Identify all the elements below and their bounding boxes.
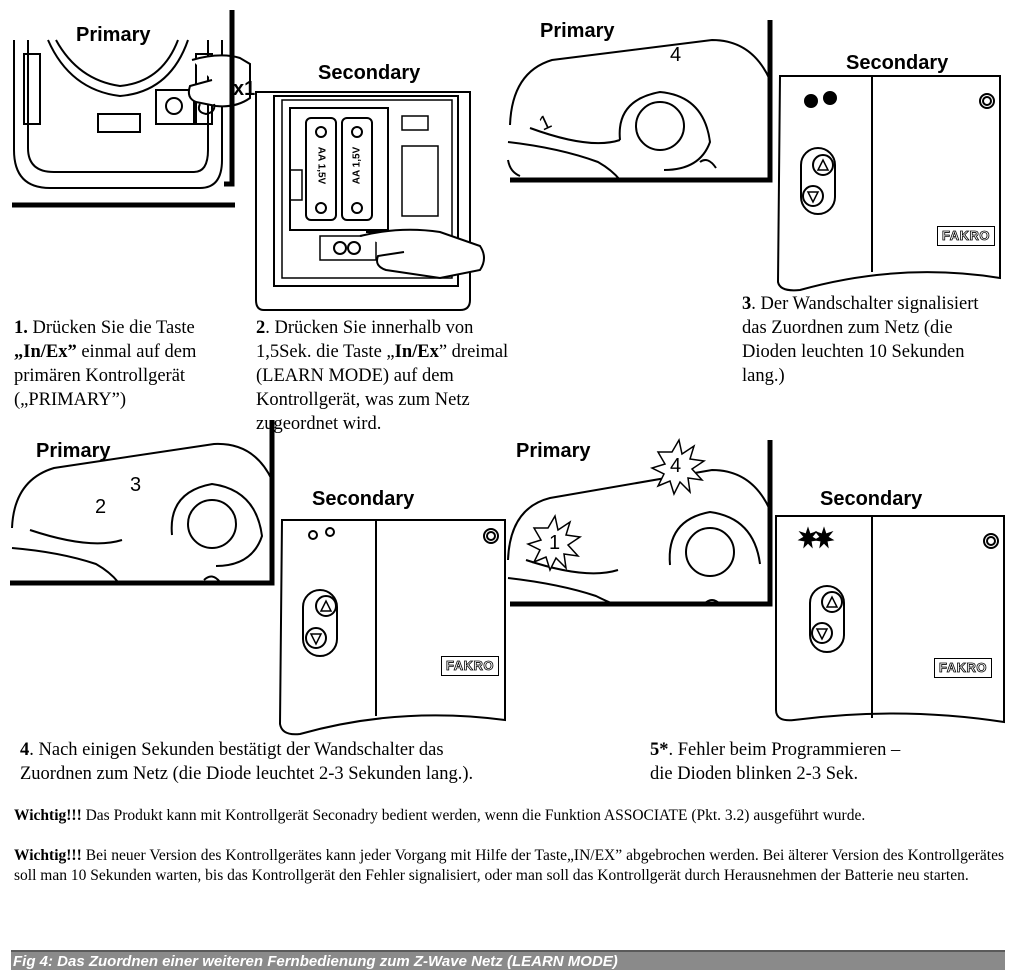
panel3-secondary-drawing [776,75,1001,292]
panel3-brand-logo: FAKRO [937,226,995,246]
figure-caption: Fig 4: Das Zuordnen einer weiteren Fernb… [11,950,1005,970]
panel5-secondary-drawing [775,515,1005,724]
battery-label-left: AA 1,5V [315,146,327,185]
step4-number: 4 [20,740,30,760]
important-note-1-label: Wichtig!!! [14,807,82,824]
panel2-title: Secondary [318,62,421,84]
step5-number: 5* [650,740,669,760]
step4-line2: Zuordnen zum Netz (die Diode leuchtet 2-… [20,764,474,784]
step4-caption: 4. Nach einigen Sekunden bestätigt der W… [20,738,580,786]
panel3-digit-b: 4 [670,44,682,66]
important-note-2-text: Bei neuer Version des Kontrollgerätes ka… [14,847,1004,884]
panel1-title: Primary [76,24,151,46]
step1-text-b: einmal auf dem primären Kontrollgerät („… [14,342,197,410]
panel4-digit-b: 3 [130,474,142,496]
panel4-secondary-drawing [278,519,506,736]
important-note-1: Wichtig!!! Das Produkt kann mit Kontroll… [14,806,1004,826]
panel5-brand-logo: FAKRO [934,658,992,678]
panel5-primary-drawing [507,437,773,607]
step3-caption: 3. Der Wandschalter signalisiert das Zuo… [742,292,1006,388]
step1-key-open: „ [14,342,24,362]
step4-line1: 4. Nach einigen Sekunden bestätigt der W… [20,738,580,762]
step2-text-a: . Drücken Sie innerhalb von 1,5Sek. die … [256,318,474,362]
panel3-title-primary: Primary [540,20,615,42]
step2-text-b: ” dreimal (LEARN MODE) auf dem Kontrollg… [256,342,509,434]
panel1-badge: x1 [233,78,256,100]
step5-line2: die Dioden blinken 2-3 Sek. [650,764,859,784]
step2-caption: 2. Drücken Sie innerhalb von 1,5Sek. die… [256,316,514,436]
step1-key-close: ” [67,342,77,362]
step1-text-a: Drücken Sie die Taste [27,318,195,338]
panel4-digit-a: 2 [95,496,107,518]
important-note-2: Wichtig!!! Bei neuer Version des Kontrol… [14,846,1004,886]
step5-caption: 5*. Fehler beim Programmieren – die Diod… [650,738,990,786]
panel3-title-secondary: Secondary [846,52,949,74]
step2-number: 2 [256,318,266,338]
panel5-title-secondary: Secondary [820,488,923,510]
panel1-drawing [12,10,251,208]
step5-line1: 5*. Fehler beim Programmieren – [650,738,990,762]
important-note-2-label: Wichtig!!! [14,847,82,864]
step1-caption: 1. Drücken Sie die Taste „In/Ex” einmal … [14,316,238,412]
panel5-title-primary: Primary [516,440,591,462]
panel5-digit-b: 4 [670,455,682,477]
panel3-primary-drawing [507,20,773,183]
step1-key: In/Ex [23,342,68,362]
step3-text: . Der Wandschalter signalisiert das Zuor… [742,294,979,386]
panel2-drawing [255,91,485,311]
step1-number: 1. [14,318,28,338]
important-note-1-text: Das Produkt kann mit Kontrollgerät Secon… [81,807,866,824]
panel4-brand-logo: FAKRO [441,656,499,676]
step5-text-line1: . Fehler beim Programmieren – [668,740,901,760]
step2-key: In/Ex [394,342,439,362]
step3-number: 3 [742,294,752,314]
battery-label-right: AA 1,5V [351,146,363,185]
panel4-title-secondary: Secondary [312,488,415,510]
panel4-title-primary: Primary [36,440,111,462]
panel5-digit-a: 1 [549,532,561,554]
panel4-primary-drawing [10,420,275,586]
step4-text-line1: . Nach einigen Sekunden bestätigt der Wa… [29,740,444,760]
